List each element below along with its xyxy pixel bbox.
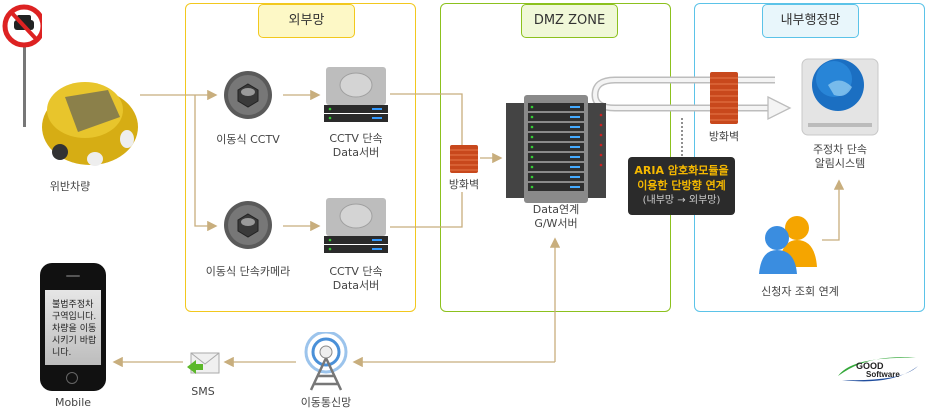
connector-car-camera: [194, 95, 218, 232]
zone-title-internal: 내부행정망: [762, 4, 859, 38]
alert-label-line1: 주정차 단속: [812, 143, 868, 156]
globe-drive-icon: [801, 58, 879, 136]
mobile-network-label: 이동통신망: [300, 396, 352, 409]
camera-icon: [224, 71, 272, 119]
connector-users-alert: [822, 179, 845, 241]
server1-label-line2: Data서버: [332, 146, 380, 159]
one-way-pipe: [591, 76, 792, 121]
violation-vehicle-label: 위반차량: [49, 180, 91, 193]
mobile-cctv-label: 이동식 CCTV: [216, 133, 280, 146]
aria-note-line2: 이용한 단방향 연계: [637, 179, 726, 192]
zone-dmz: DMZ ZONE: [440, 3, 671, 312]
violation-vehicle: [30, 62, 145, 172]
firewall-internal: [710, 72, 738, 128]
phone-speaker: [66, 275, 80, 277]
connector-server2-firewall: [390, 192, 463, 228]
aria-note-line1: ARIA 암호화모듈을: [634, 164, 729, 177]
sms-label: SMS: [191, 385, 215, 398]
aria-encryption-note: ARIA 암호화모듈을 이용한 단방향 연계 (내부망 → 외부망): [628, 157, 735, 215]
phone-screen-text: 불법주정차 구역입니다. 차량을 이동 시키기 바랍 니다.: [52, 300, 97, 358]
gateway-label-line1: Data연계: [532, 203, 580, 216]
zone-internal-network: 내부행정망: [694, 3, 925, 312]
car-icon: [42, 82, 138, 166]
home-button-icon: [66, 372, 78, 384]
applicant-lookup-label: 신청자 조회 연계: [761, 285, 839, 298]
gateway-server: [506, 95, 606, 209]
firewall-icon: [450, 145, 478, 173]
cctv-data-server-2: [324, 198, 388, 258]
gateway-label-line2: G/W서버: [534, 217, 578, 230]
mobile-label: Mobile: [54, 396, 92, 409]
zone-title-dmz: DMZ ZONE: [521, 4, 618, 38]
alert-label-line2: 알림시스템: [814, 157, 866, 170]
zone-external-network: 외부망: [185, 3, 416, 312]
firewall-dmz: [450, 145, 478, 177]
aria-note-line3: (내부망 → 외부망): [642, 195, 721, 206]
antenna-tower-icon: [304, 330, 348, 391]
server-rack-icon: [506, 95, 606, 203]
phone-screen: 불법주정차 구역입니다. 차량을 이동 시키기 바랍 니다.: [45, 290, 101, 365]
mobile-phone: 불법주정차 구역입니다. 차량을 이동 시키기 바랍 니다.: [40, 263, 106, 391]
gateway-server-label: Data연계 G/W서버: [520, 203, 592, 231]
camera-icon: [224, 201, 272, 249]
server1-label-line1: CCTV 단속: [329, 132, 383, 145]
good-software-logo: GOOD Software: [832, 350, 922, 386]
logo-line2: Software: [866, 370, 900, 379]
cctv-data-server-1: [324, 67, 388, 127]
mobile-enforcement-camera: [223, 200, 273, 254]
logo-swoosh-icon: GOOD Software: [838, 357, 918, 382]
logo-line1: GOOD: [856, 361, 884, 371]
firewall-internal-label: 방화벽: [708, 130, 740, 143]
envelope-icon: [187, 352, 220, 374]
cctv-data-server-2-label: CCTV 단속 Data서버: [316, 265, 396, 293]
zone-title-external: 외부망: [258, 4, 355, 38]
server2-label-line2: Data서버: [332, 279, 380, 292]
alert-system: [800, 55, 880, 141]
server2-label-line1: CCTV 단속: [329, 265, 383, 278]
applicant-lookup: [757, 212, 827, 278]
connector-server1-firewall: [390, 93, 463, 145]
mobile-camera-label: 이동식 단속카메라: [205, 265, 291, 278]
hard-drive-icon: [324, 67, 388, 122]
users-icon: [759, 216, 817, 274]
mobile-cctv: [223, 70, 273, 124]
mobile-network: [297, 330, 355, 396]
hard-drive-icon: [324, 198, 388, 253]
sms: [187, 351, 221, 379]
firewall-dmz-label: 방화벽: [448, 178, 480, 191]
alert-system-label: 주정차 단속 알림시스템: [800, 143, 880, 171]
cctv-data-server-1-label: CCTV 단속 Data서버: [316, 132, 396, 160]
firewall-icon: [710, 72, 738, 124]
